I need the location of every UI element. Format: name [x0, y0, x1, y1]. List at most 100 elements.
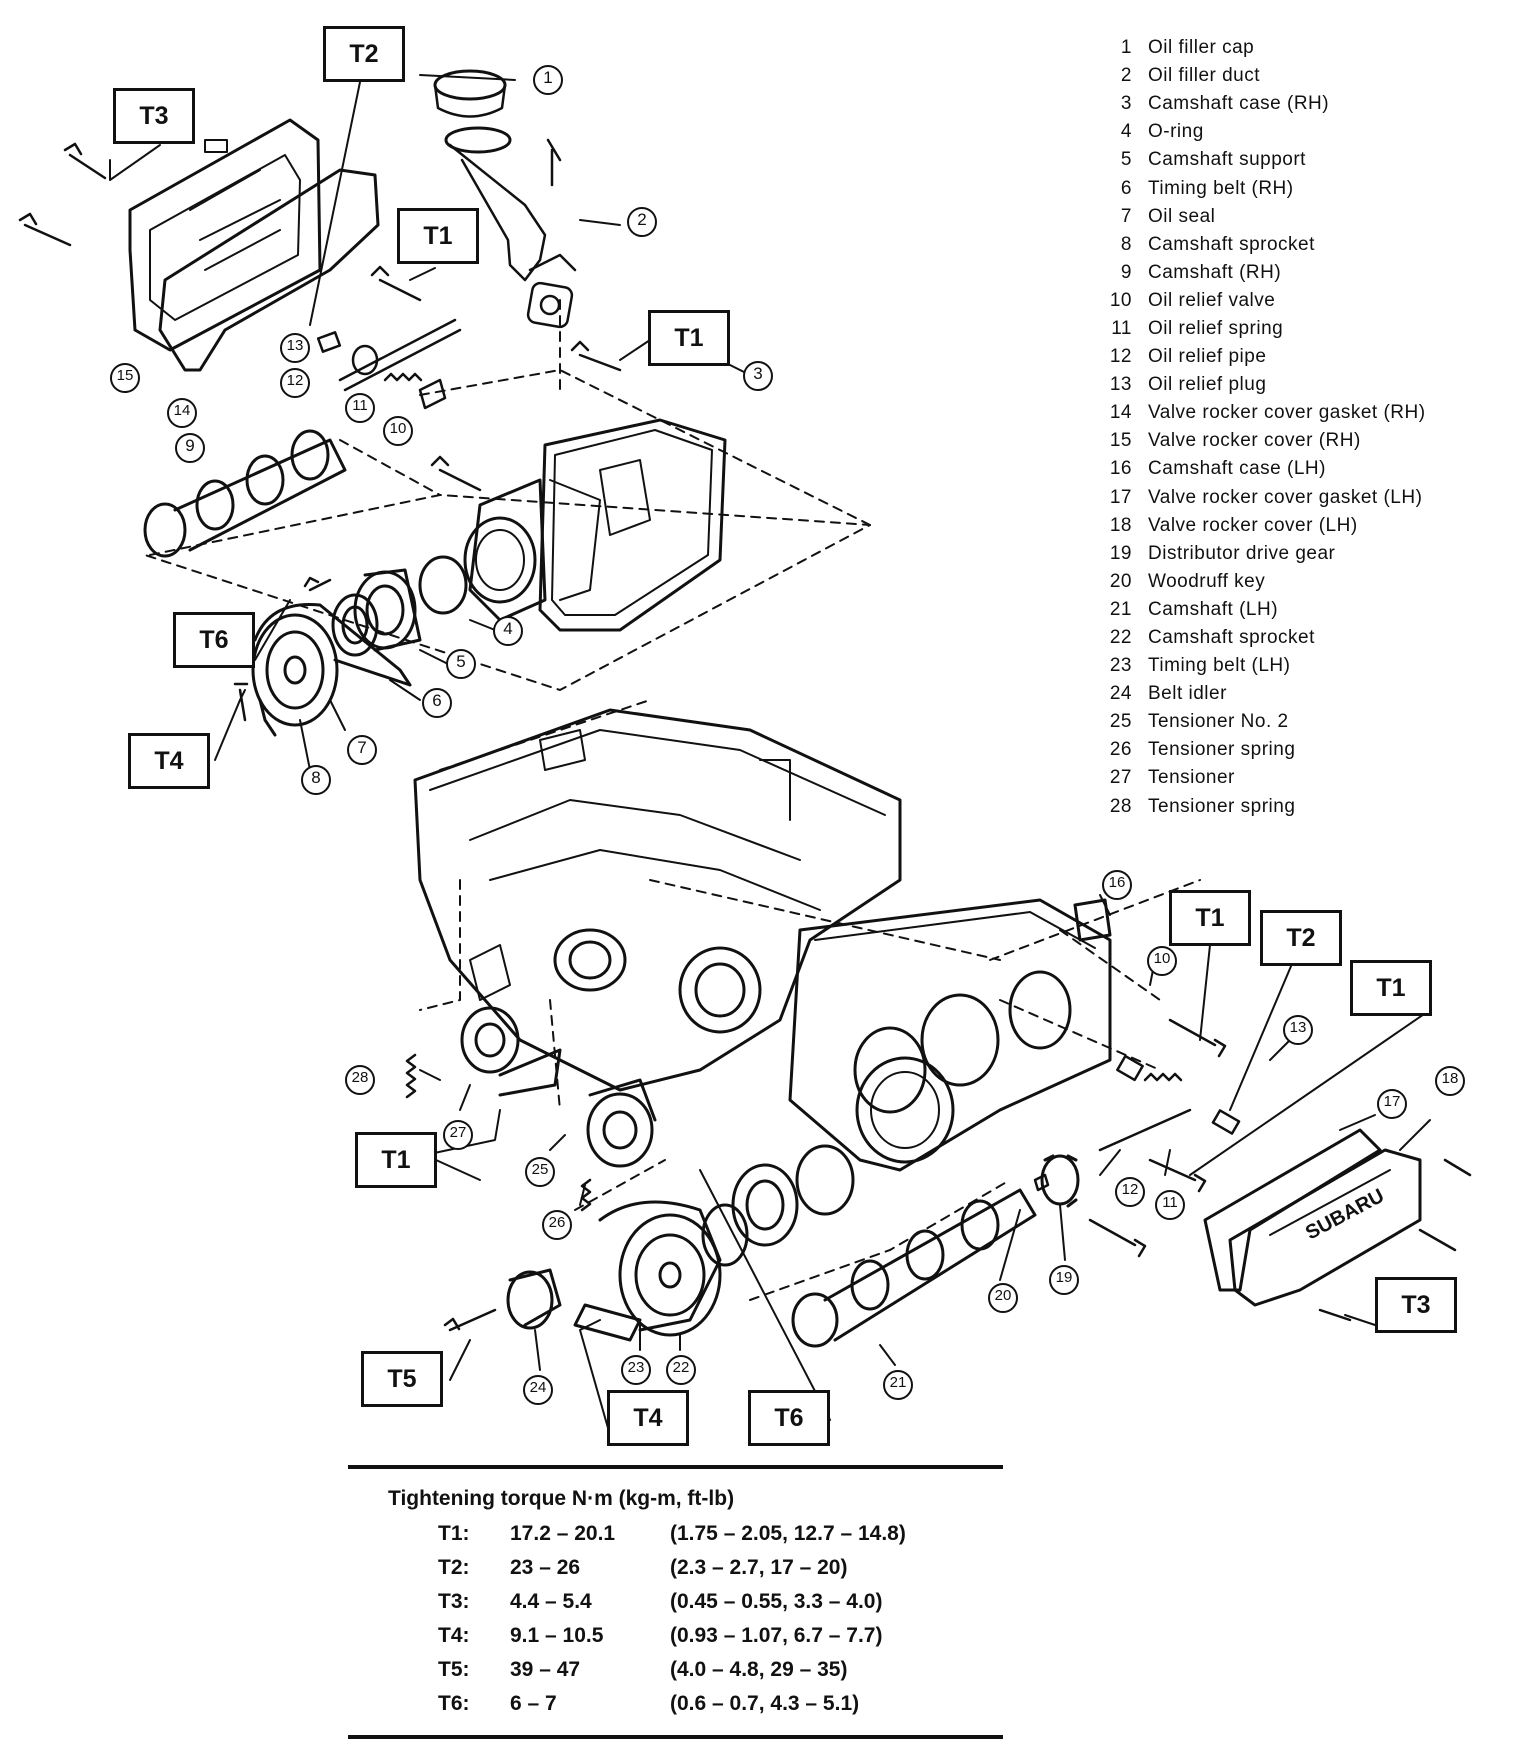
oil-filler-gasket	[526, 281, 574, 329]
callout-11: 11	[352, 397, 368, 414]
legend-label: Oil filler duct	[1148, 65, 1261, 87]
callout-27: 27	[449, 1124, 467, 1141]
legend-number: 17	[1109, 486, 1132, 508]
legend-number: 8	[1120, 233, 1132, 255]
assembly-guide-lines	[144, 299, 1201, 1301]
legend-item: 26 Tensioner spring	[1092, 736, 1512, 764]
torque-nm: 9.1 – 10.5	[510, 1624, 604, 1647]
timing-belt-rh	[253, 602, 412, 737]
legend-label: Oil relief valve	[1148, 289, 1276, 311]
callout-25: 25	[531, 1161, 549, 1178]
legend-label: Tensioner spring	[1148, 795, 1296, 817]
torque-code: T4:	[438, 1624, 470, 1647]
oil-filler-duct-bolt	[546, 138, 562, 187]
legend-label: Timing belt (LH)	[1148, 655, 1291, 677]
legend-label: Valve rocker cover (RH)	[1148, 430, 1361, 452]
o-ring	[418, 555, 468, 615]
callout-14: 14	[173, 402, 191, 419]
callout-16: 16	[1108, 874, 1126, 891]
oil-relief-spring-rh	[383, 372, 423, 382]
legend-label: Valve rocker cover gasket (RH)	[1148, 402, 1426, 424]
legend-number: 19	[1109, 542, 1132, 564]
legend-number: 15	[1109, 430, 1132, 452]
valve-rocker-cover-gasket-lh	[1203, 1128, 1382, 1292]
legend-number: 13	[1109, 374, 1132, 396]
bolts-lh	[1088, 1018, 1472, 1322]
callout-28: 28	[351, 1069, 369, 1086]
tensioner-spring-28	[405, 1053, 417, 1099]
legend-number: 27	[1109, 767, 1132, 789]
torque-nm: 17.2 – 20.1	[510, 1522, 616, 1545]
callout-4: 4	[503, 619, 513, 638]
torque-nm: 23 – 26	[510, 1556, 581, 1579]
torque-nm: 39 – 47	[510, 1658, 581, 1681]
legend-label: Oil relief pipe	[1148, 346, 1267, 368]
camshaft-case-lh	[788, 898, 1112, 1172]
callout-10-lh: 10	[1153, 950, 1171, 967]
torque-tag-t1-lh-b: T1	[1350, 960, 1432, 1016]
torque-row: T1:17.2 – 20.1(1.75 – 2.05, 12.7 – 14.8)	[348, 1517, 1003, 1551]
callout-7: 7	[357, 738, 367, 757]
torque-table: Tightening torque N·m (kg-m, ft-lb) T1:1…	[348, 1465, 1003, 1721]
callout-8: 8	[311, 768, 321, 787]
torque-code: T5:	[438, 1658, 470, 1681]
callout-13: 13	[286, 337, 304, 354]
legend-number: 5	[1120, 149, 1132, 171]
oil-relief-plug-lh	[1211, 1109, 1241, 1135]
torque-nm: 4.4 – 5.4	[510, 1590, 592, 1613]
torque-tag-t2-lh: T2	[1260, 910, 1342, 966]
torque-tag-t1-rh-b: T1	[648, 310, 730, 366]
torque-row: T2:23 – 26(2.3 – 2.7, 17 – 20)	[348, 1551, 1003, 1585]
o-ring-lh	[795, 1144, 855, 1216]
oil-relief-pipe-lh	[1098, 1108, 1192, 1152]
torque-tag-t3-rh: T3	[113, 88, 195, 144]
oil-relief-valve-body-rh	[418, 378, 447, 410]
legend-label: O-ring	[1148, 121, 1204, 143]
legend-label: Distributor drive gear	[1148, 542, 1336, 564]
callouts	[110, 65, 1465, 1405]
torque-kgm-ftlb: (0.93 – 1.07, 6.7 – 7.7)	[670, 1624, 883, 1647]
callout-15: 15	[116, 367, 134, 384]
legend-number: 16	[1109, 458, 1132, 480]
camshaft-sprocket-lh	[618, 1213, 722, 1337]
camshaft-support	[353, 568, 422, 652]
legend-label: Tensioner spring	[1148, 739, 1296, 761]
callout-1: 1	[543, 68, 553, 87]
legend-number: 25	[1109, 711, 1132, 733]
legend-label: Oil relief spring	[1148, 317, 1284, 339]
torque-kgm-ftlb: (2.3 – 2.7, 17 – 20)	[670, 1556, 848, 1579]
legend-number: 20	[1109, 570, 1132, 592]
legend-number: 26	[1109, 739, 1132, 761]
legend-number: 18	[1109, 514, 1132, 536]
legend-label: Camshaft sprocket	[1148, 233, 1315, 255]
legend-number: 2	[1120, 65, 1132, 87]
oil-filler-cap	[433, 69, 507, 118]
legend-label: Oil seal	[1148, 205, 1216, 227]
crankcase	[413, 708, 902, 1092]
callout-12: 12	[286, 372, 304, 389]
torque-tag-t2-rh: T2	[323, 26, 405, 82]
callout-20: 20	[994, 1287, 1012, 1304]
legend-label: Valve rocker cover gasket (LH)	[1148, 486, 1423, 508]
callout-2: 2	[637, 210, 647, 229]
legend-number: 28	[1109, 795, 1132, 817]
valve-rocker-cover-rh	[128, 118, 322, 352]
callout-26: 26	[548, 1214, 566, 1231]
legend-item: 15 Valve rocker cover (RH)	[1092, 427, 1512, 455]
legend-label: Valve rocker cover (LH)	[1148, 514, 1358, 536]
torque-tag-t4-lh: T4	[607, 1390, 689, 1446]
legend-number: 6	[1120, 177, 1132, 199]
legend-label: Oil relief plug	[1148, 374, 1267, 396]
callout-21: 21	[889, 1374, 907, 1391]
torque-tag-t1-lh-a: T1	[1169, 890, 1251, 946]
